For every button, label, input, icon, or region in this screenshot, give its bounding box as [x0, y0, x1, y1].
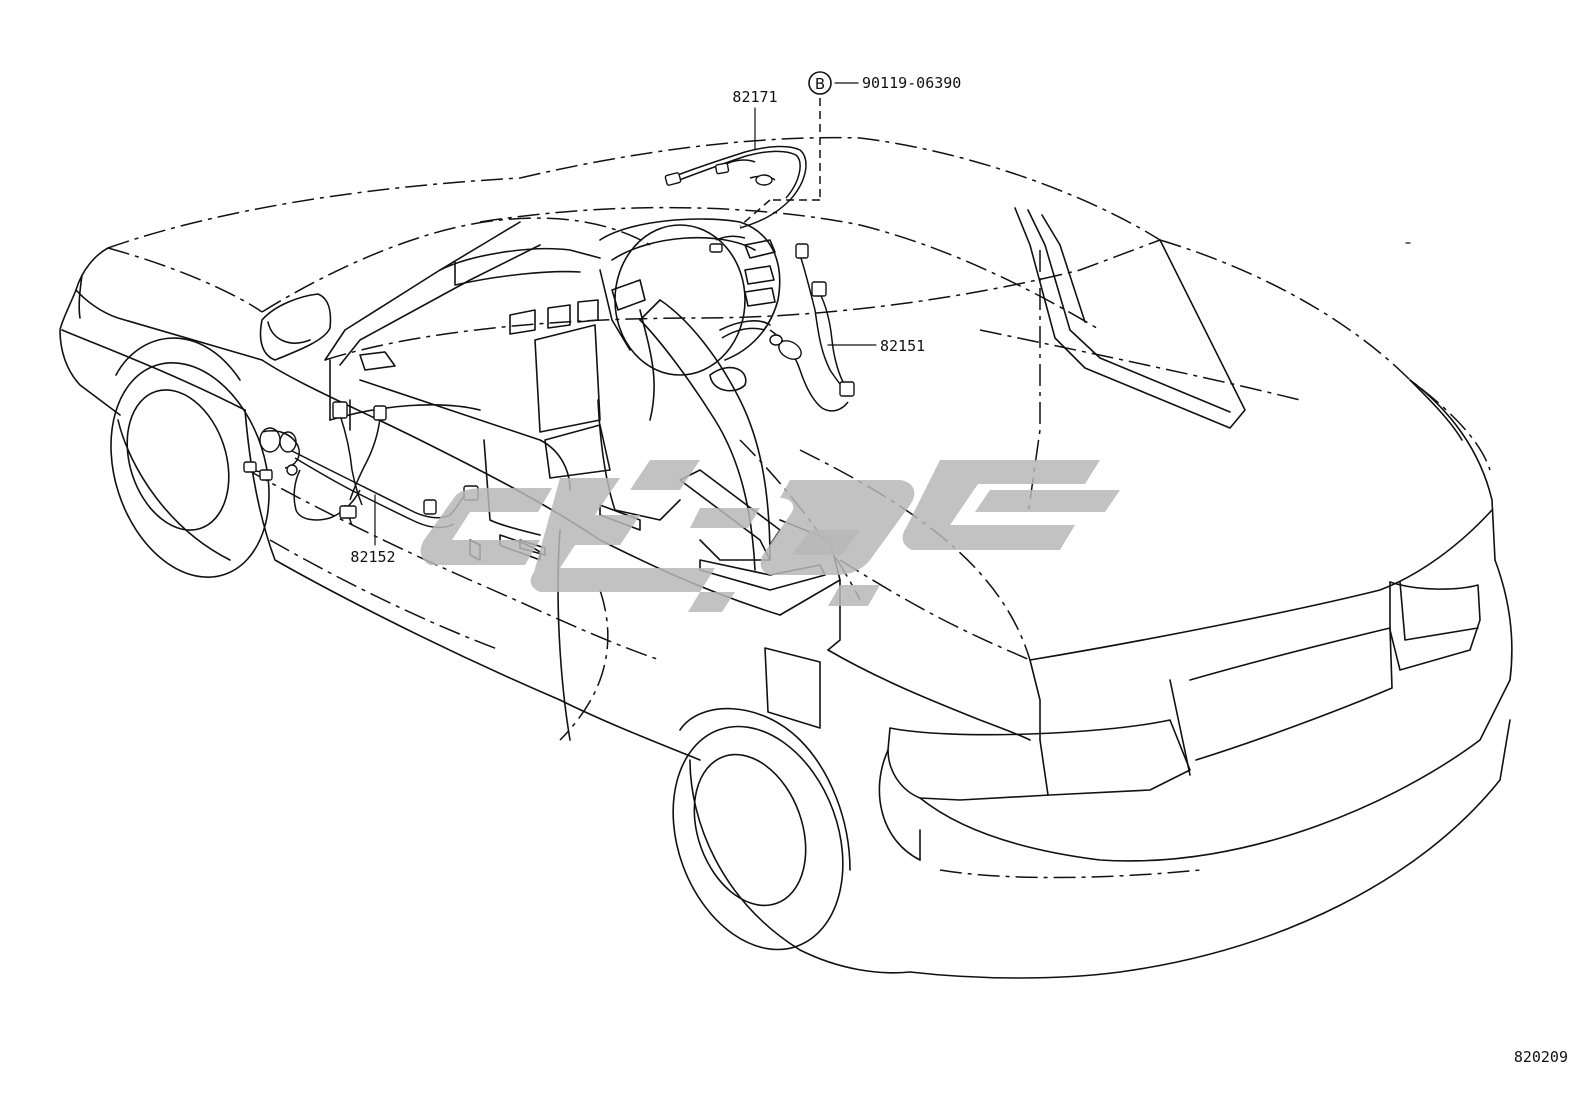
part-label-82152: 82152: [350, 548, 395, 566]
figure-id: 820209: [1514, 1048, 1568, 1066]
fastener-marker-b: B: [808, 71, 832, 95]
part-label-82151: 82151: [880, 337, 925, 355]
roof-wire-harness: [664, 145, 807, 229]
front-wire-harness: [709, 235, 855, 412]
fastener-part-number: 90119-06390: [862, 74, 961, 92]
callout-leaders: [374, 82, 877, 546]
car-body-outline: [59, 136, 1513, 979]
watermark-logo: [420, 460, 1120, 612]
part-label-82171: 82171: [732, 88, 777, 106]
fastener-marker-letter: B: [815, 75, 825, 93]
door-wire-harness: [243, 401, 479, 529]
